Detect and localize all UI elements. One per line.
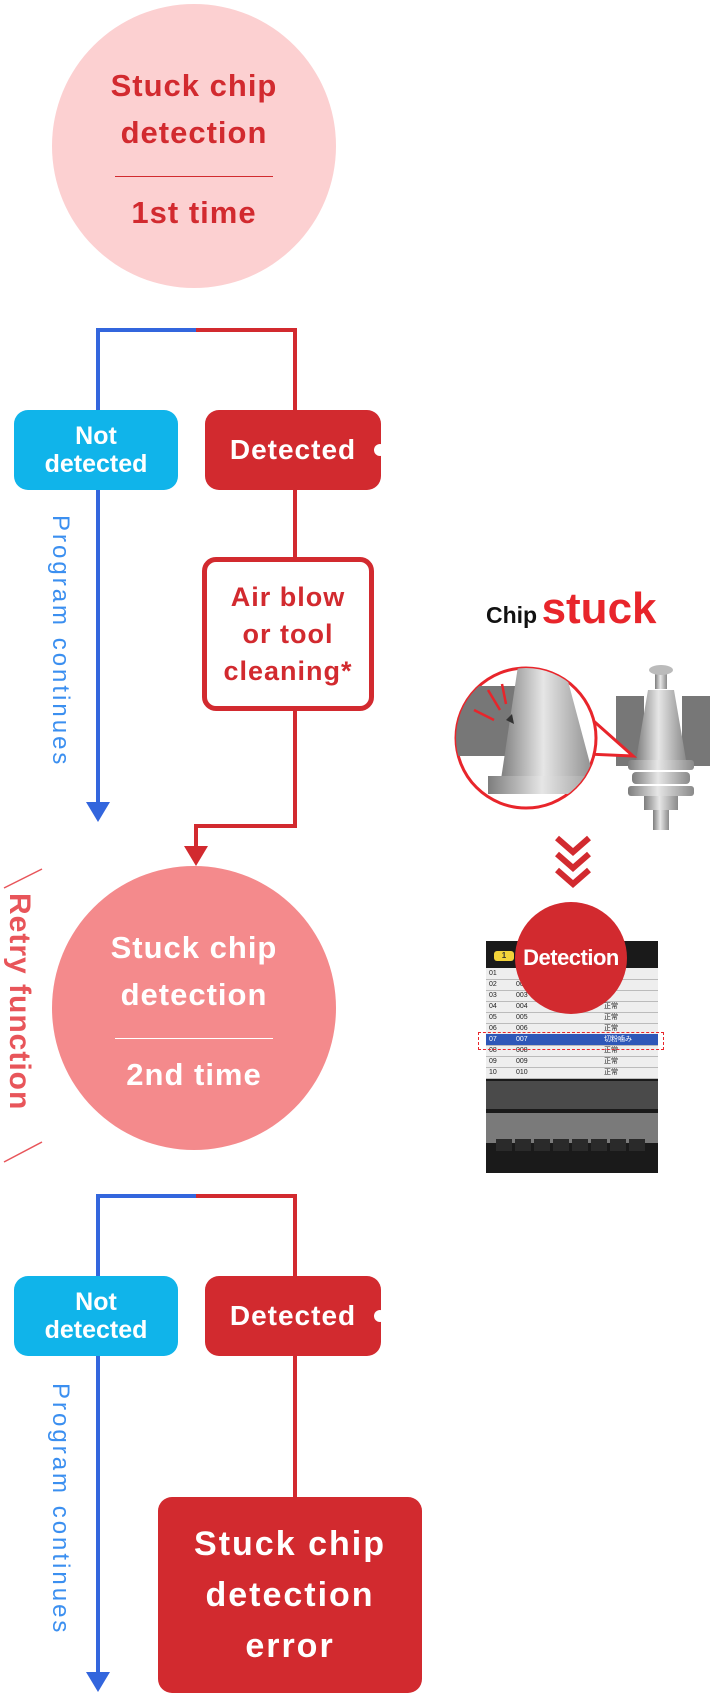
second-circle-title-2: detection: [120, 976, 268, 1012]
screen-row-status: 正常: [604, 1003, 618, 1010]
screen-panel-2: [486, 1113, 658, 1143]
detected-badge-2: Detected: [205, 1276, 386, 1356]
screen-softkey: [591, 1139, 607, 1151]
screen-row: 10 010 正常: [486, 1067, 658, 1079]
screen-softkey: [572, 1139, 588, 1151]
chevron-down-icon: [555, 835, 591, 888]
program-continues-1: Program continues: [47, 515, 74, 768]
screen-row-status: 正常: [604, 1025, 618, 1032]
detected-1-label: Detected: [229, 434, 357, 465]
screen-row-no: 09: [489, 1058, 497, 1065]
error-box: Stuck chip detection error: [158, 1497, 422, 1693]
error-line1: Stuck chip: [194, 1524, 386, 1563]
not-detected-2-line1: Not: [75, 1288, 117, 1316]
second-circle-title-1: Stuck chip: [110, 929, 278, 965]
screen-row-status: 正常: [604, 1058, 618, 1065]
screen-row-no: 03: [489, 992, 497, 999]
screen-row-tool: 003: [516, 992, 528, 999]
tool-taper: [636, 690, 686, 760]
red-line-to-retry: [194, 709, 297, 850]
screen-tab: 1: [494, 951, 514, 961]
screen-softkey: [515, 1139, 531, 1151]
detection-badge: Detection: [515, 902, 627, 1014]
red-branch-line-1: [196, 328, 297, 410]
retry-slash-bottom: [3, 1141, 43, 1163]
arrow-down-red: [184, 846, 208, 866]
screen-row-tool: 005: [516, 1014, 528, 1021]
blue-branch-line-2: [96, 1194, 196, 1685]
blue-branch-line-1: [96, 328, 196, 815]
highlight-row-frame: [478, 1032, 664, 1050]
spindle-right-block: [682, 696, 710, 766]
error-line3: error: [245, 1626, 335, 1665]
screen-row-no: 10: [489, 1069, 497, 1076]
not-detected-1-line2: detected: [44, 450, 148, 478]
arrow-down-blue-2: [86, 1672, 110, 1692]
screen-row-no: 01: [489, 970, 497, 977]
spark-line-3: [500, 683, 508, 705]
detected-2-label: Detected: [229, 1300, 357, 1331]
screen-row-status: 正常: [604, 1047, 618, 1054]
second-detection-circle: Stuck chip detection 2nd time: [52, 866, 336, 1150]
first-circle-title-1: Stuck chip: [110, 67, 278, 103]
chip-fragment: [506, 714, 514, 724]
red-branch-line-2: [196, 1194, 297, 1280]
screen-row-tool: 009: [516, 1058, 528, 1065]
screen-row-tool: 008: [516, 1047, 528, 1054]
screen-row-tool: 004: [516, 1003, 528, 1010]
stuck-label: stuck: [541, 584, 657, 633]
air-blow-line3: cleaning*: [223, 655, 353, 686]
screen-softkey: [534, 1139, 550, 1151]
screen-row: 09 009 正常: [486, 1056, 658, 1068]
detected-2-notch: [374, 1310, 386, 1322]
screen-row-status: 切粉噛み: [604, 1036, 632, 1043]
air-blow-box: Air blow or tool cleaning*: [202, 557, 374, 711]
second-circle-divider: [115, 1037, 273, 1039]
spark-line-2: [486, 689, 502, 711]
not-detected-2-line2: detected: [44, 1316, 148, 1344]
screen-row-no: 04: [489, 1003, 497, 1010]
first-circle-title-2: detection: [120, 114, 268, 150]
screen-row-no: 02: [489, 981, 497, 988]
arrow-down-blue-1: [86, 802, 110, 822]
not-detected-1-line1: Not: [75, 422, 117, 450]
air-blow-line1: Air blow: [230, 581, 346, 612]
screen-softkey: [610, 1139, 626, 1151]
screen-row-tool: 010: [516, 1069, 528, 1076]
first-detection-circle: Stuck chip detection 1st time: [52, 4, 336, 288]
chip-stuck-heading: Chip stuck: [486, 584, 657, 634]
screen-row-status: 正常: [604, 1014, 618, 1021]
air-blow-line2: or tool: [242, 618, 334, 649]
screen-row: 05 005 正常: [486, 1012, 658, 1024]
retry-slash-top: [3, 868, 43, 889]
retry-function-label: Retry function: [3, 893, 36, 1111]
screen-row: 07 007 切粉噛み: [486, 1034, 658, 1046]
screen-softkey: [496, 1139, 512, 1151]
first-circle-subtitle: 1st time: [131, 194, 257, 230]
screen-softkey: [629, 1139, 645, 1151]
chip-label: Chip: [486, 602, 538, 628]
first-circle-divider: [115, 175, 273, 177]
tool-holder-illustration: [454, 665, 710, 830]
screen-panel: [486, 1081, 658, 1109]
spark-line-1: [473, 708, 495, 722]
screen-row-no: 05: [489, 1014, 497, 1021]
detected-1-notch: [374, 444, 386, 456]
second-circle-subtitle: 2nd time: [126, 1056, 262, 1092]
screen-row-tool: 007: [516, 1036, 528, 1043]
screen-row: 08 008 正常: [486, 1045, 658, 1057]
screen-row-no: 07: [489, 1036, 497, 1043]
screen-softkey: [553, 1139, 569, 1151]
detected-badge-1: Detected: [205, 410, 386, 490]
screen-row-tool: 006: [516, 1025, 528, 1032]
screen-softkeys: [496, 1139, 650, 1151]
screen-row-status: 正常: [604, 1069, 618, 1076]
error-line2: detection: [205, 1575, 375, 1614]
program-continues-2: Program continues: [47, 1383, 74, 1636]
screen-row-no: 08: [489, 1047, 497, 1054]
screen-row-no: 06: [489, 1025, 497, 1032]
